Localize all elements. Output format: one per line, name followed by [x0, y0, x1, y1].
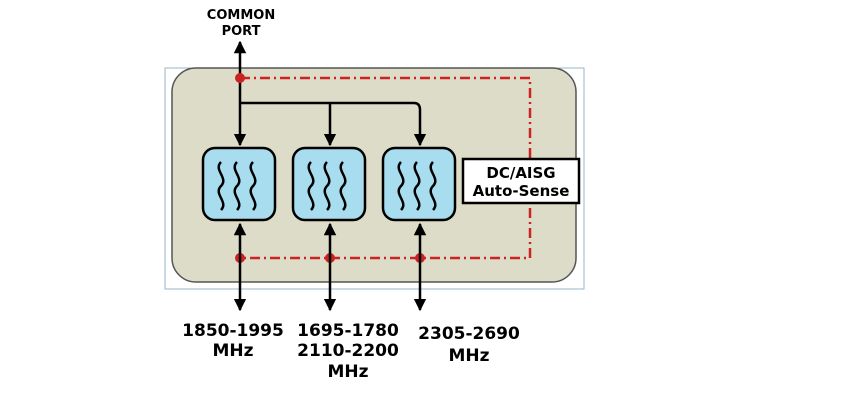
bandpass-filter-icon	[217, 161, 257, 211]
common-port-label-line1: COMMON	[207, 8, 275, 23]
auto-sense-label: Auto-Sense	[473, 182, 570, 200]
dc-aisg-box	[461, 157, 581, 205]
dc-aisg-label: DC/AISG	[486, 164, 555, 182]
port-2-freq-b: 2110-2200	[297, 341, 399, 361]
port-1-unit: MHz	[212, 341, 253, 361]
port-1-freq: 1850-1995	[182, 321, 284, 341]
port-3-freq: 2305-2690	[418, 324, 520, 344]
bandpass-filter-icon	[307, 161, 347, 211]
arrow-to-filter-3	[413, 101, 427, 147]
port-2-unit: MHz	[327, 362, 368, 382]
common-port-label-line2: PORT	[222, 24, 261, 39]
port-3-unit: MHz	[448, 346, 489, 366]
filter-3	[381, 146, 457, 222]
filter-1	[201, 146, 277, 222]
bandpass-filter-icon	[397, 161, 437, 211]
port-2-freq-a: 1695-1780	[297, 321, 399, 341]
filter-2	[291, 146, 367, 222]
dc-node-top	[235, 73, 245, 83]
